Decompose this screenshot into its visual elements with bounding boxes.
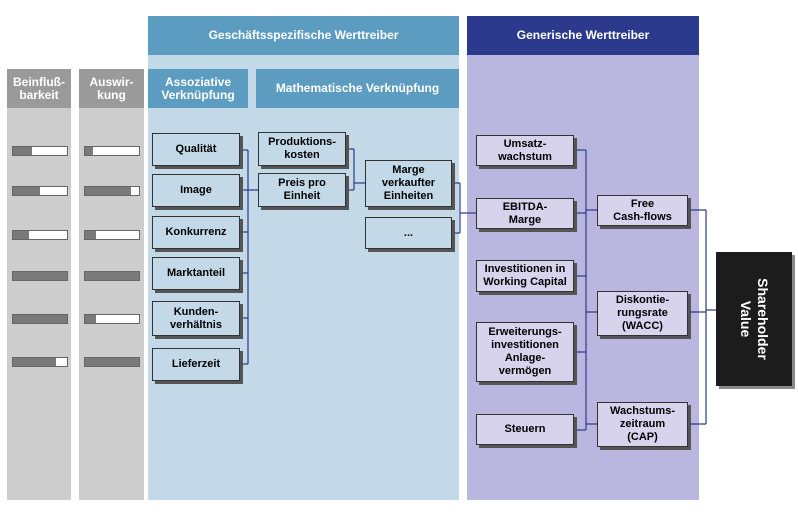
image-box: Image xyxy=(152,174,240,207)
beinfluss-rating-fill xyxy=(13,358,57,366)
preis-pro-einheit-box: Preis pro Einheit xyxy=(258,173,346,207)
lieferzeit-box: Lieferzeit xyxy=(152,348,240,381)
beinfluss-rating-bar xyxy=(12,186,68,196)
beinfluss-rating-fill xyxy=(13,272,67,280)
beinfluss-rating-fill xyxy=(13,187,40,195)
auswirkung-rating-bar xyxy=(84,186,140,196)
auswirkung-panel xyxy=(79,108,144,500)
auswirkung-rating-fill xyxy=(85,147,94,155)
shareholder-value-box: Shareholder Value xyxy=(716,252,792,386)
beinfluss-rating-bar xyxy=(12,271,68,281)
steuern-box: Steuern xyxy=(476,414,574,445)
konkurrenz-box: Konkurrenz xyxy=(152,216,240,249)
marge-box: Marge verkaufter Einheiten xyxy=(365,160,452,207)
umsatzwachstum-box: Umsatz- wachstum xyxy=(476,135,574,166)
auswirkung-rating-fill xyxy=(85,187,131,195)
auswirkung-rating-fill xyxy=(85,315,96,323)
beinfluss-rating-fill xyxy=(13,315,67,323)
beinfluss-rating-fill xyxy=(13,147,32,155)
kundenverhaeltnis-box: Kunden- verhältnis xyxy=(152,301,240,336)
auswirkung-rating-bar xyxy=(84,357,140,367)
beinfluss-header: Beinfluß- barkeit xyxy=(7,69,71,108)
beinfluss-rating-fill xyxy=(13,231,30,239)
beinfluss-rating-bar xyxy=(12,314,68,324)
assoziativ-header: Assoziative Verknüpfung xyxy=(148,69,248,108)
mathematisch-header: Mathematische Verknüpfung xyxy=(256,69,459,108)
produktionskosten-box: Produktions- kosten xyxy=(258,132,346,166)
ebitda-marge-box: EBITDA- Marge xyxy=(476,198,574,229)
auswirkung-rating-bar xyxy=(84,314,140,324)
beinfluss-rating-bar xyxy=(12,357,68,367)
marktanteil-box: Marktanteil xyxy=(152,257,240,290)
geschaeftsspezifisch-header: Geschäftsspezifische Werttreiber xyxy=(148,16,459,55)
free-cashflows-box: Free Cash-flows xyxy=(597,195,688,226)
ellipsis-box: ... xyxy=(365,217,452,249)
beinfluss-panel xyxy=(7,108,71,500)
auswirkung-rating-fill xyxy=(85,272,139,280)
generisch-header: Generische Werttreiber xyxy=(467,16,699,55)
beinfluss-rating-bar xyxy=(12,146,68,156)
beinfluss-rating-bar xyxy=(12,230,68,240)
shareholder-value-label: Shareholder Value xyxy=(738,278,772,360)
auswirkung-rating-fill xyxy=(85,231,96,239)
auswirkung-rating-bar xyxy=(84,230,140,240)
wacc-box: Diskontie- rungsrate (WACC) xyxy=(597,291,688,336)
cap-box: Wachstums- zeitraum (CAP) xyxy=(597,402,688,447)
working-capital-box: Investitionen in Working Capital xyxy=(476,260,574,292)
auswirkung-rating-bar xyxy=(84,271,140,281)
auswirkung-header: Auswir- kung xyxy=(79,69,144,108)
auswirkung-rating-bar xyxy=(84,146,140,156)
qualitaet-box: Qualität xyxy=(152,133,240,166)
auswirkung-rating-fill xyxy=(85,358,139,366)
erweiterungsinvestitionen-box: Erweiterungs- investitionen Anlage- verm… xyxy=(476,322,574,382)
